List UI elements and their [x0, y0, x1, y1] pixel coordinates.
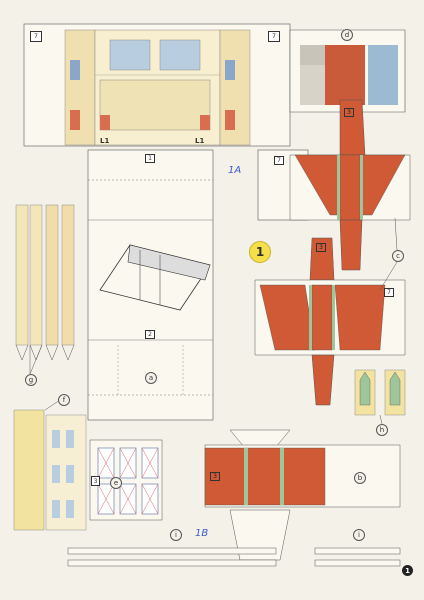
tower-strip-f	[13, 409, 87, 531]
label-3-e: 3	[91, 476, 100, 486]
label-c: c	[392, 250, 404, 262]
roof-piece-upper	[289, 99, 411, 271]
roof-piece-d	[289, 29, 406, 113]
label-e: e	[110, 477, 122, 489]
label-g: g	[25, 374, 37, 386]
label-l1-right: L1	[195, 137, 205, 145]
handwritten-1a: 1A	[228, 165, 242, 176]
label-3-top: 3	[344, 108, 354, 117]
label-2: 2	[145, 330, 155, 339]
label-3-b: 3	[210, 472, 220, 481]
label-7-c1: 7	[274, 156, 284, 165]
label-f: f	[58, 394, 70, 406]
label-h: h	[376, 424, 388, 436]
rails-i	[67, 547, 401, 567]
label-b: b	[354, 472, 366, 484]
window-panel-e	[89, 439, 163, 521]
facade-strip	[23, 23, 291, 147]
strips-g	[15, 204, 75, 361]
label-3-mid: 3	[316, 243, 326, 252]
towers-h	[354, 369, 406, 416]
roof-net-b	[204, 429, 401, 561]
label-a: a	[145, 372, 157, 384]
label-7-c2: 7	[384, 288, 394, 297]
label-i-left: i	[170, 529, 182, 541]
label-d: d	[341, 29, 353, 41]
label-l1-left: L1	[100, 137, 110, 145]
roof-piece-lower	[254, 237, 406, 406]
handwritten-1b: 1B	[195, 528, 209, 539]
label-7-right: 7	[268, 31, 280, 42]
label-7-left: 7	[30, 31, 42, 42]
label-1: 1	[145, 154, 155, 163]
label-i-right: i	[353, 529, 365, 541]
page-number-badge: 1	[402, 565, 413, 576]
sheet-number-badge: 1	[249, 241, 271, 263]
leader-lines	[29, 217, 398, 425]
